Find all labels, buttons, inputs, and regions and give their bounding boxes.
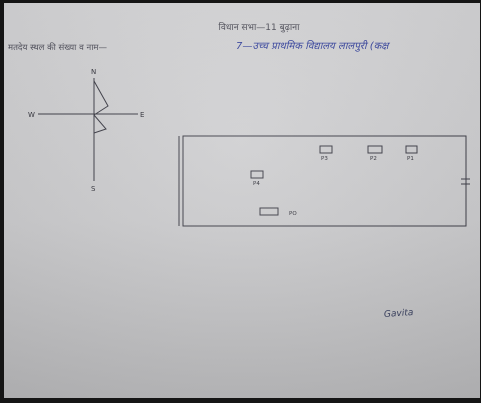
compass-east-label: E: [140, 111, 144, 119]
compass-south-label: S: [91, 185, 96, 193]
compass-west-label: W: [28, 111, 35, 119]
building-outline: [182, 135, 467, 227]
booth-label-p1: P1: [407, 156, 414, 162]
booth-box-p3: [319, 145, 333, 154]
booth-box-p1: [405, 145, 418, 154]
compass-north-label: N: [91, 68, 96, 76]
form-heading: विधान सभा—11 बुढ़ाना: [218, 23, 300, 33]
booth-label-p3: P3: [321, 156, 328, 162]
booth-label-p2: P2: [370, 156, 377, 162]
paper-sheet: विधान सभा—11 बुढ़ाना मतदेय स्थल की संख्य…: [4, 3, 480, 398]
booth-box-po: [259, 207, 279, 216]
compass-south-flag: [93, 114, 107, 134]
booth-label-po: PO: [289, 211, 297, 217]
compass-north-flag: [93, 80, 109, 116]
booth-box-p4: [250, 170, 264, 179]
signature: Gavita: [383, 307, 414, 321]
site-sketch: N S E W P3 P2 P1 P4 PO: [28, 68, 470, 227]
polling-station-label: मतदेय स्थल की संख्या व नाम—: [8, 43, 108, 53]
polling-station-value: 7—उच्च प्राथमिक विद्यालय लालपुरी (कक्ष: [236, 41, 389, 52]
booth-box-p2: [367, 145, 383, 154]
booth-label-p4: P4: [253, 181, 260, 187]
